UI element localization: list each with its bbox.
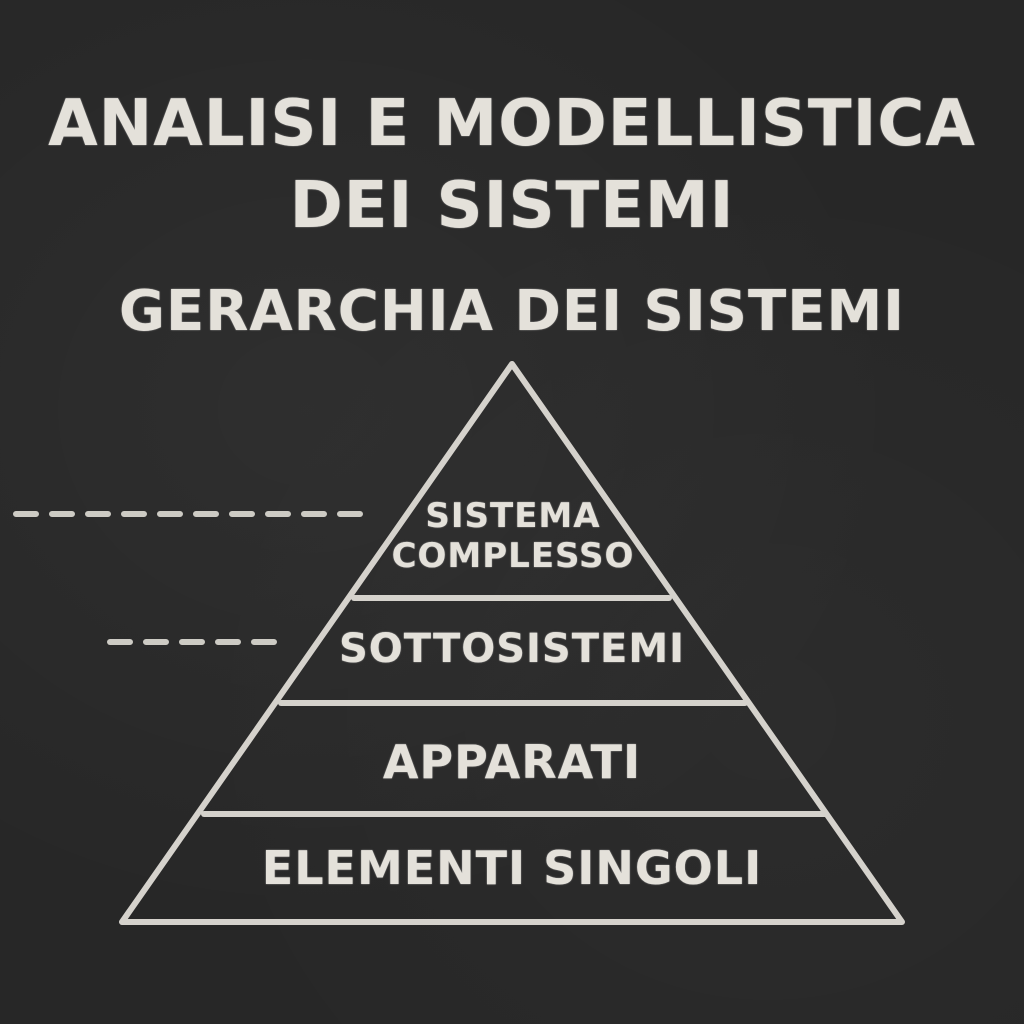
pyramid-level-sistema-complesso: SISTEMA COMPLESSO: [378, 496, 648, 576]
pyramid-level-elementi-singoli: ELEMENTI SINGOLI: [261, 841, 763, 895]
title-line-2: DEI SISTEMI: [289, 169, 735, 243]
pyramid-level-sottosistemi: SOTTOSISTEMI: [338, 626, 686, 672]
level-1-label-line-2: COMPLESSO: [391, 536, 635, 576]
level-1-label-line-1: SISTEMA: [425, 496, 601, 536]
subtitle: GERARCHIA DEI SISTEMI: [118, 279, 906, 344]
title-line-1: ANALISI E MODELLISTICA: [48, 87, 976, 161]
pyramid-outline: [119, 361, 905, 925]
pyramid-level-apparati: APPARATI: [382, 735, 642, 789]
